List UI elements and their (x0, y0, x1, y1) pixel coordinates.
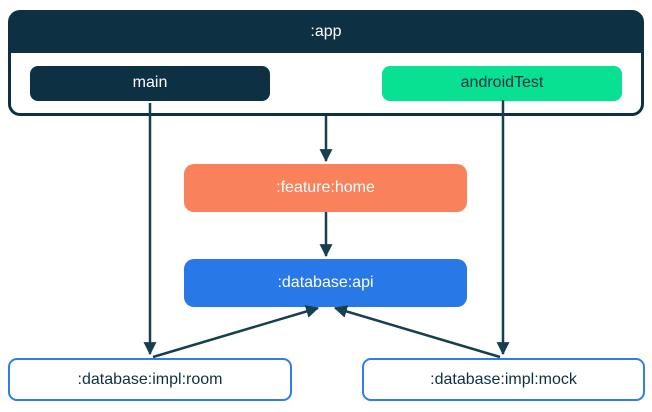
node-database-api-label: :database:api (277, 274, 374, 291)
node-database-api: :database:api (184, 259, 467, 307)
node-feature-home-label: :feature:home (276, 179, 375, 196)
node-database-impl-room: :database:impl:room (8, 358, 292, 401)
node-main-label: main (132, 74, 168, 91)
node-main: main (30, 65, 270, 101)
edge-room-to-database-api (152, 305, 320, 359)
node-database-impl-room-label: :database:impl:room (77, 370, 223, 388)
node-app-body: main androidTest (11, 53, 641, 113)
node-database-impl-mock: :database:impl:mock (362, 358, 645, 401)
node-app: :app main androidTest (8, 10, 644, 116)
node-database-impl-mock-label: :database:impl:mock (430, 370, 577, 388)
node-android-test-label: androidTest (460, 74, 544, 91)
node-feature-home: :feature:home (184, 164, 467, 212)
node-app-label: :app (310, 22, 342, 40)
edge-mock-to-database-api (333, 305, 501, 359)
node-android-test: androidTest (382, 65, 622, 101)
